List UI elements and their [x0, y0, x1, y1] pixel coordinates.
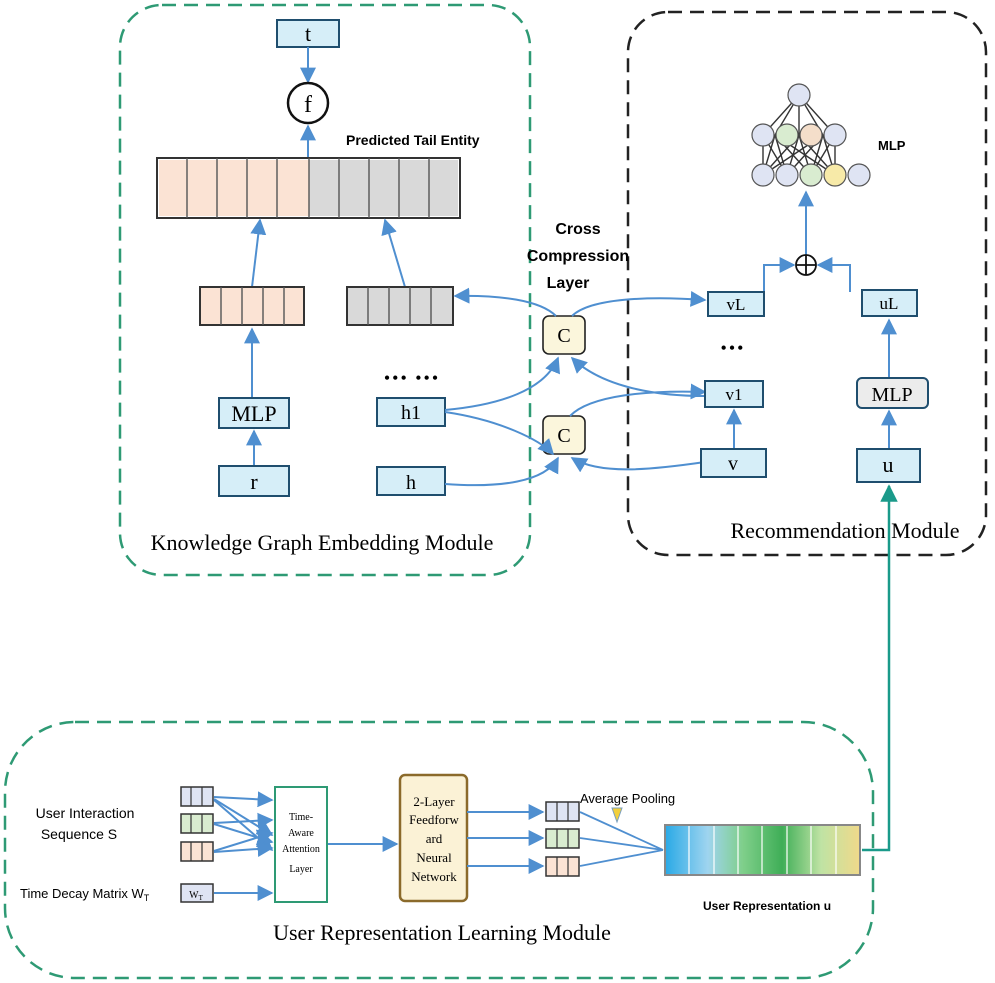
cross-c-unit-bottom: C — [542, 415, 586, 455]
head-vector — [346, 286, 454, 326]
ffn-line5: Network — [411, 869, 457, 884]
rec-vL-label: vL — [727, 295, 746, 314]
rec-uL-label: uL — [880, 294, 899, 313]
kge-module-frame — [118, 3, 532, 577]
arrow-v1-ctop — [570, 356, 706, 397]
seq-label-line2: Sequence S — [41, 826, 117, 842]
kge-mlp-box: MLP — [218, 397, 290, 429]
arrow-uL-plus — [816, 257, 851, 292]
arrow-ctop-headvec — [453, 287, 557, 317]
ffn-line4: Neural — [416, 850, 452, 865]
ffn-line3: ard — [426, 831, 443, 846]
url-module-title: User Representation Learning Module — [273, 920, 611, 945]
pool-line3 — [579, 849, 664, 867]
kge-h1-box: h1 — [376, 397, 446, 427]
cross-title-line3: Layer — [547, 275, 590, 292]
seq-item-orange — [180, 841, 214, 862]
ffn-line2: Feedforw — [409, 812, 459, 827]
arrow-seq2-attn-b — [213, 823, 274, 846]
kge-h1-label: h1 — [401, 402, 421, 424]
attention-layer-box: Time- Aware Attention Layer — [274, 786, 328, 903]
attn-line4: Layer — [289, 864, 313, 875]
arrow-seq2-attn-a — [213, 812, 274, 829]
arrow-seq3-attn-b — [213, 841, 274, 857]
arrow-ctop-vL — [571, 290, 707, 317]
pool-line2 — [579, 837, 664, 851]
arrow-userrep-u — [862, 484, 898, 852]
avg-pool-label: Average Pooling — [580, 791, 675, 806]
wt-box: WT — [180, 883, 214, 903]
rec-mlp-box-label: MLP — [871, 384, 912, 406]
wt-box-label: WT — [189, 890, 203, 902]
arrow-seq3-attn-a — [213, 829, 274, 852]
rec-module-title: Recommendation Module — [730, 518, 959, 543]
rec-v1-label: v1 — [726, 385, 743, 404]
arrow-seq1-attn-a — [213, 791, 274, 808]
f-label: f — [304, 92, 312, 118]
kge-h-label: h — [406, 472, 416, 494]
rec-ellipsis: ••• — [721, 338, 746, 358]
avg-pool-marker-icon — [611, 807, 623, 824]
kge-module-title: Knowledge Graph Embedding Module — [151, 530, 494, 555]
user-representation-vector — [664, 824, 861, 876]
arrow-v-cbottom — [570, 457, 706, 473]
arrow-head-vec-up — [381, 218, 406, 288]
cross-title-line2: Compression — [527, 248, 629, 265]
arrow-rel-vec-up — [250, 218, 267, 288]
rec-u-box: u — [856, 448, 921, 483]
rec-v-label: v — [728, 453, 738, 475]
out-item-green — [545, 828, 580, 849]
f-function-node: f — [286, 81, 330, 125]
attn-line1: Time- — [289, 812, 313, 823]
arrow-h-cbottom — [444, 456, 559, 487]
user-rep-label: User Representation u — [703, 899, 831, 913]
relation-vector — [199, 286, 305, 326]
kge-h-box: h — [376, 466, 446, 496]
seq-label-line1: User Interaction — [36, 805, 135, 821]
rec-mlp-box: MLP — [856, 377, 929, 409]
kge-r-box: r — [218, 465, 290, 497]
arrow-cbottom-v1 — [569, 383, 707, 417]
pool-line1 — [579, 811, 664, 851]
decay-label: Time Decay Matrix WT — [20, 886, 150, 903]
rec-v1-box: v1 — [704, 380, 764, 408]
arrow-h1-ctop — [444, 356, 560, 411]
kge-ellipsis: ••• ••• — [384, 368, 440, 388]
predicted-tail-vector — [156, 157, 461, 219]
kge-t-label: t — [305, 21, 311, 46]
rec-v-box: v — [700, 448, 767, 478]
rec-module-frame — [626, 10, 988, 557]
kge-t-box: t — [276, 19, 340, 48]
rec-mlp-label: MLP — [878, 138, 906, 153]
predicted-tail-label: Predicted Tail Entity — [346, 132, 480, 148]
seq-item-blue — [180, 786, 214, 807]
cross-c-unit-top: C — [542, 315, 586, 355]
concat-plus-node — [795, 254, 817, 276]
out-item-blue — [545, 801, 580, 822]
arrow-vL-plus — [763, 257, 796, 292]
seq-item-green — [180, 813, 214, 834]
attn-line3: Attention — [282, 844, 320, 855]
rec-u-label: u — [883, 452, 894, 477]
ffn-line1: 2-Layer — [413, 794, 455, 809]
url-module-frame — [3, 720, 875, 980]
cross-title-line1: Cross — [555, 221, 600, 238]
cross-c-top-label: C — [557, 325, 570, 347]
out-item-orange — [545, 856, 580, 877]
arrow-h1-cbottom — [444, 411, 555, 456]
mlp-network-icon — [751, 83, 871, 187]
rec-vL-box: vL — [707, 291, 765, 317]
arrow-seq1-attn-b — [213, 798, 274, 836]
kge-mlp-label: MLP — [231, 401, 276, 426]
kge-r-label: r — [250, 469, 258, 494]
rec-uL-box: uL — [861, 289, 918, 317]
attn-line2: Aware — [288, 828, 314, 839]
cross-c-bottom-label: C — [557, 425, 570, 447]
ffn-box: 2-Layer Feedforw ard Neural Network — [398, 773, 469, 903]
